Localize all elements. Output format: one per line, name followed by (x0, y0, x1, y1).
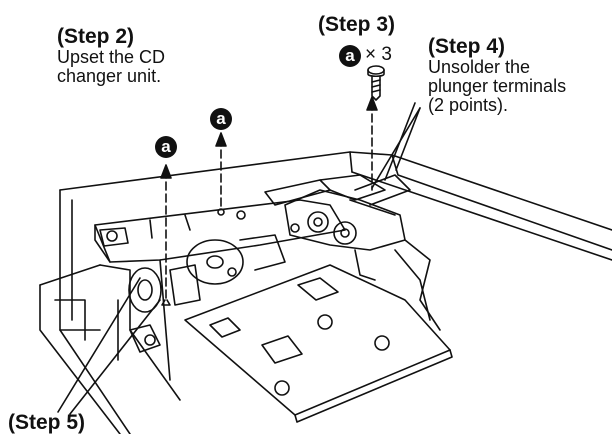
screw-arrow-right (366, 96, 378, 191)
screw-marker-middle: a (210, 108, 232, 130)
step4-line-1: Unsolder the (428, 57, 531, 78)
step2-label: (Step 2) Upset the CD changer unit. (57, 25, 166, 86)
step4-line-2: plunger terminals (428, 75, 567, 96)
step3-label: (Step 3) (318, 13, 396, 36)
step4-label: (Step 4) Unsolder the plunger terminals … (428, 35, 567, 115)
step3-multiplier: × 3 (365, 44, 392, 65)
step2-line-2: changer unit. (57, 65, 162, 86)
step4-line-3: (2 points). (428, 94, 509, 115)
step5-pointer-lines (57, 277, 161, 415)
step3-screw-marker: a (339, 45, 361, 67)
circuit-board (184, 264, 453, 423)
step2-title: (Step 2) (57, 25, 135, 48)
step2-line-1: Upset the CD (57, 47, 166, 68)
step4-pointer-lines (371, 102, 421, 189)
step3-title: (Step 3) (318, 13, 396, 36)
screw-icon (367, 65, 385, 101)
step5-title: (Step 5) (8, 411, 86, 434)
screw-arrow-left (160, 164, 172, 306)
screw-marker-left: a (155, 136, 177, 158)
screw-arrow-middle (215, 132, 246, 220)
step5-label: (Step 5) (8, 411, 86, 434)
gear-cluster (128, 234, 286, 353)
chassis-frame (39, 151, 612, 434)
step4-title: (Step 4) (428, 35, 506, 58)
